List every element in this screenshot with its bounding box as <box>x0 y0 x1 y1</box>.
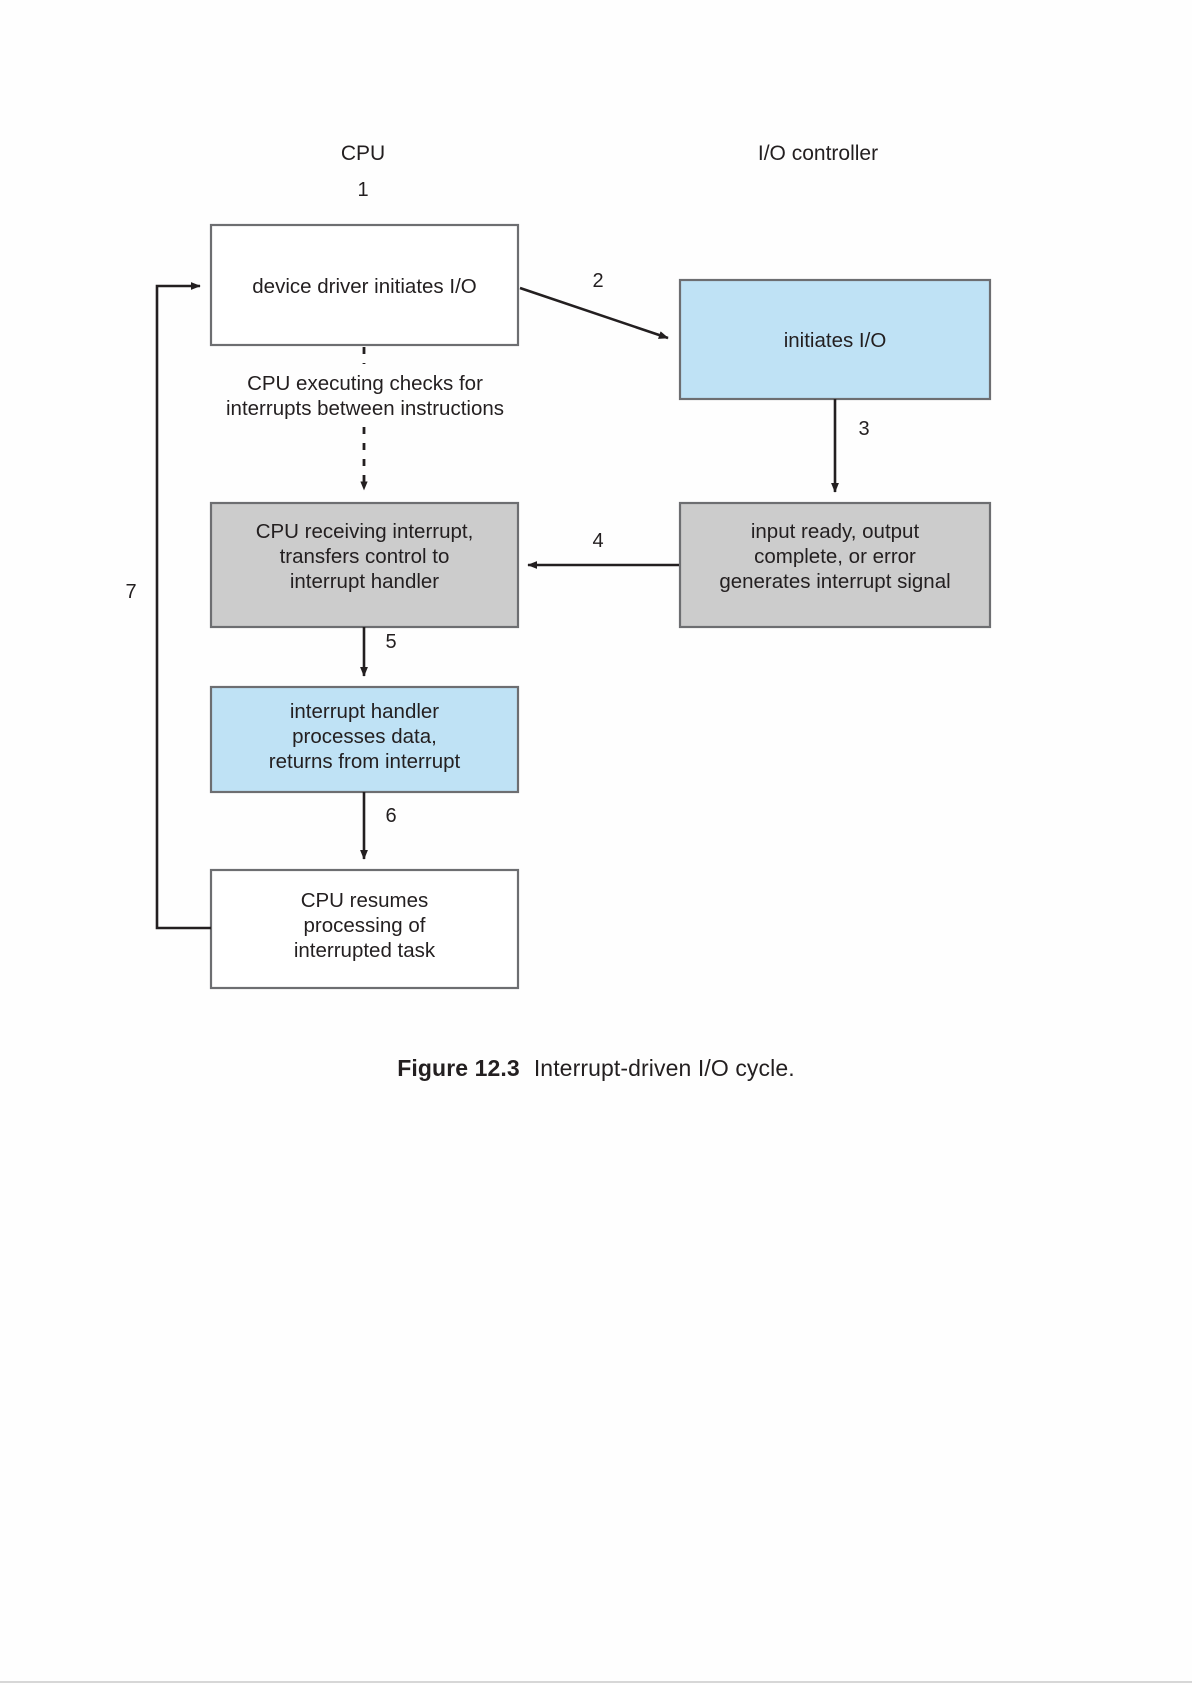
box-initiates-io-label: initiates I/O <box>784 329 887 352</box>
page-bottom-rule <box>0 1681 1192 1683</box>
box-cpu-resumes-processing <box>209 868 520 990</box>
step-number-1: 1 <box>357 179 368 201</box>
column-header-cpu: CPU <box>341 142 385 165</box>
dashed-note-backdrop <box>224 364 506 422</box>
box-device-driver-initiates-io <box>209 223 520 347</box>
box-initiates-io <box>678 278 992 401</box>
figure-number: Figure 12.3 <box>397 1055 520 1081</box>
box-input-ready-line-1: input ready, output <box>751 520 920 543</box>
box-input-ready-line-3: generates interrupt signal <box>719 570 950 593</box>
box-input-ready-line-2: complete, or error <box>754 545 916 568</box>
figure-caption-text: Interrupt-driven I/O cycle. <box>533 1055 795 1081</box>
box-cpu-receiving-interrupt <box>209 501 520 629</box>
box-interrupt-handler-line-2: processes data, <box>292 725 437 748</box>
interrupt-io-cycle-diagram: CPU I/O controller 1 device driver initi… <box>125 142 992 990</box>
box-device-driver-label: device driver initiates I/O <box>252 275 476 298</box>
box-interrupt-handler-line-1: interrupt handler <box>290 700 439 723</box>
step-number-6: 6 <box>385 805 396 827</box>
arrow-step-7-feedback-loop <box>155 282 211 930</box>
box-interrupt-handler-line-3: returns from interrupt <box>269 750 461 773</box>
box-interrupt-handler-processes <box>209 685 520 794</box>
figure-caption: Figure 12.3 Interrupt-driven I/O cycle. <box>0 1055 1192 1082</box>
box-cpu-resumes-line-2: processing of <box>304 914 426 937</box>
box-input-ready-output-complete <box>678 501 992 629</box>
box-cpu-receiving-line-1: CPU receiving interrupt, <box>256 520 474 543</box>
arrow-step-2 <box>519 286 669 340</box>
step-number-7: 7 <box>125 581 136 603</box>
box-cpu-receiving-line-2: transfers control to <box>280 545 450 568</box>
column-header-io-controller: I/O controller <box>758 142 878 165</box>
step-number-4: 4 <box>592 530 603 552</box>
step-number-5: 5 <box>385 631 396 653</box>
step-number-3: 3 <box>858 418 869 440</box>
step-number-2: 2 <box>592 270 603 292</box>
dashed-note-line-1: CPU executing checks for <box>247 372 483 395</box>
box-cpu-resumes-line-3: interrupted task <box>294 939 436 962</box>
box-cpu-resumes-line-1: CPU resumes <box>301 889 429 912</box>
dashed-note-line-2: interrupts between instructions <box>226 397 504 420</box>
box-cpu-receiving-line-3: interrupt handler <box>290 570 439 593</box>
